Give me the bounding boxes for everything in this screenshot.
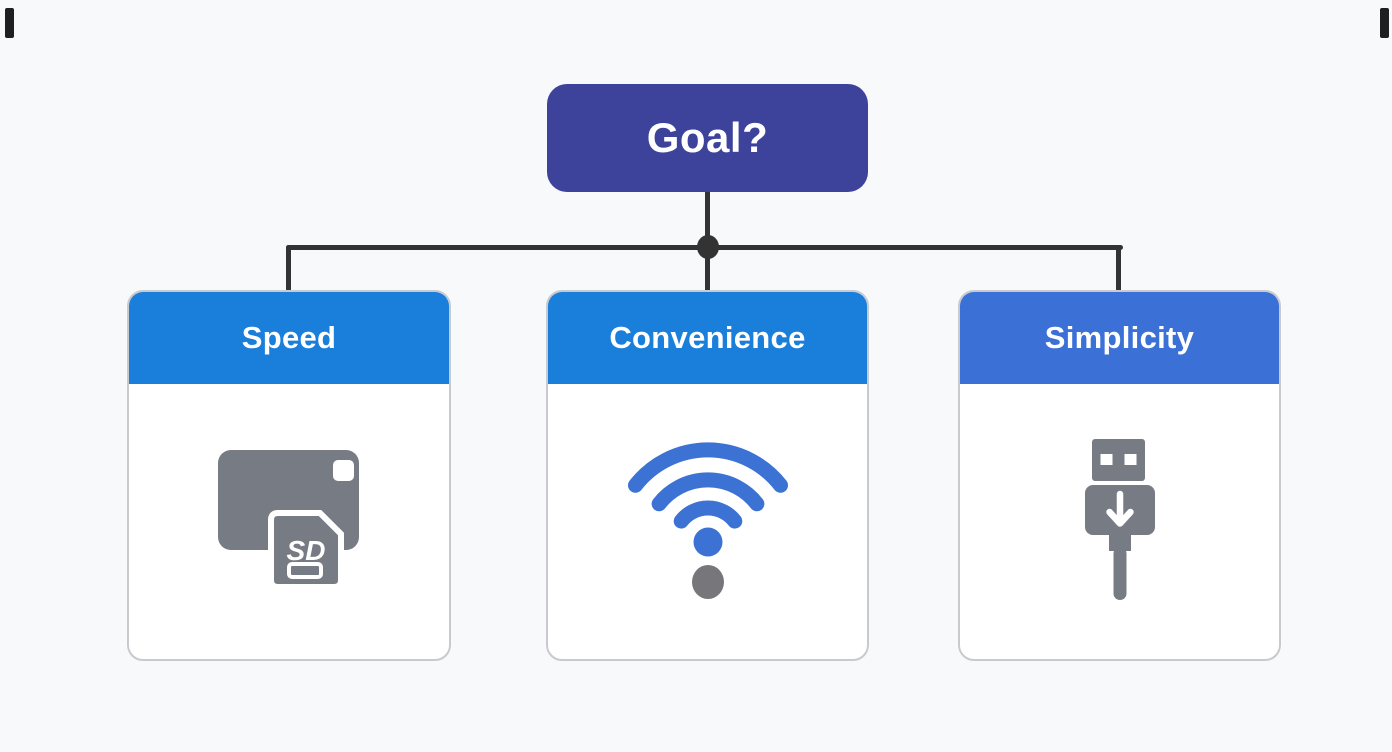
- connector-junction-dot: [697, 235, 719, 259]
- corner-mark-right: [1380, 8, 1389, 38]
- branch-body-simplicity: [960, 384, 1279, 659]
- branch-label-convenience: Convenience: [609, 320, 806, 355]
- branch-body-convenience: [548, 384, 867, 659]
- branch-header-convenience: Convenience: [548, 292, 867, 384]
- svg-text:SD: SD: [286, 535, 325, 566]
- branch-label-simplicity: Simplicity: [1044, 320, 1195, 355]
- connector-drop-simplicity: [1116, 245, 1121, 292]
- branch-header-speed: Speed: [129, 292, 449, 384]
- connector-root-stem: [705, 190, 710, 250]
- goal-node-label: Goal?: [646, 114, 769, 161]
- corner-mark-left: [5, 8, 14, 38]
- goal-node: Goal?: [547, 84, 868, 192]
- wifi-icon: [613, 432, 803, 611]
- usb-plug-icon: [1084, 438, 1155, 605]
- branch-card-speed: Speed SD: [127, 290, 451, 661]
- connector-drop-speed: [286, 245, 291, 292]
- branch-body-speed: SD: [129, 384, 449, 659]
- branch-header-simplicity: Simplicity: [960, 292, 1279, 384]
- connector-drop-convenience: [705, 245, 710, 292]
- branch-card-convenience: Convenience: [546, 290, 869, 661]
- branch-label-speed: Speed: [241, 320, 337, 355]
- branch-card-simplicity: Simplicity: [958, 290, 1281, 661]
- sd-card-icon: SD: [217, 449, 362, 594]
